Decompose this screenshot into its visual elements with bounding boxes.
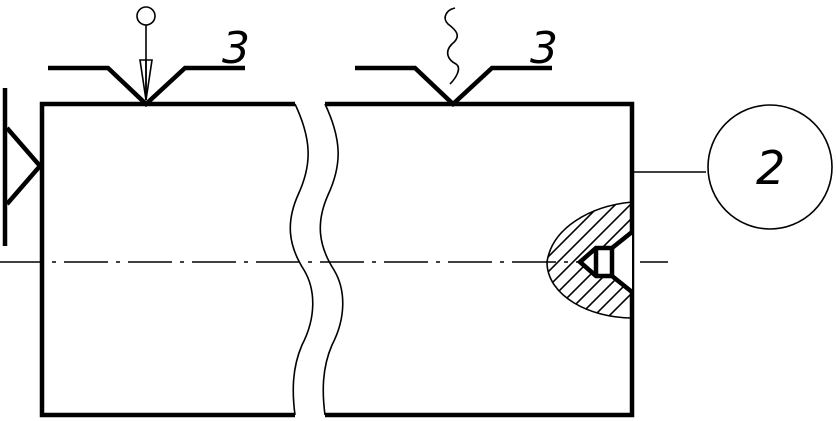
break-lines: [289, 103, 344, 416]
roughness-value-left: 3: [222, 23, 250, 74]
support-symbol: [2, 88, 43, 246]
roughness-symbol-left: 3: [48, 6, 250, 108]
callout-balloon: 2: [632, 104, 833, 230]
center-hole-section: [546, 201, 634, 319]
roughness-value-right: 3: [530, 23, 558, 74]
roughness-symbol-right: 3: [355, 7, 558, 108]
shaft-outline: [39, 101, 635, 418]
callout-number: 2: [756, 141, 785, 195]
